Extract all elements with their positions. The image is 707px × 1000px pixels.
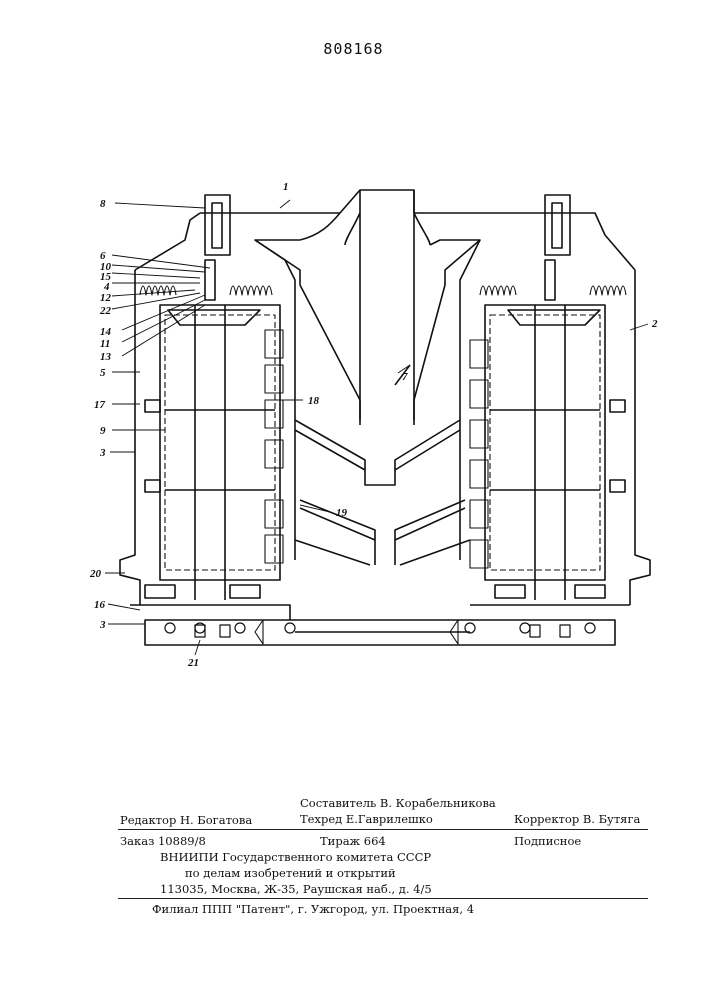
imprint-address: 113035, Москва, Ж-35, Раушская наб., д. … [160,882,432,896]
imprint-editor: Редактор Н. Богатова [120,813,252,827]
imprint-compiler: Составитель В. Корабельникова [300,796,496,810]
imprint-corrector: Корректор В. Бутяга [514,812,640,826]
imprint-org-line1: ВНИИПИ Государственного комитета СССР [160,850,431,864]
imprint-org-line2: по делам изобретений и открытий [185,866,396,880]
imprint-rule-top [118,829,648,830]
imprint-circulation: Тираж 664 [320,834,386,848]
imprint-subscription: Подписное [514,834,581,848]
imprint-branch: Филиал ППП "Патент", г. Ужгород, ул. Про… [152,902,474,916]
imprint-techred: Техред Е.Гаврилешко [300,812,433,826]
imprint-rule-bottom [118,898,648,899]
imprint-order: Заказ 10889/8 [120,834,206,848]
